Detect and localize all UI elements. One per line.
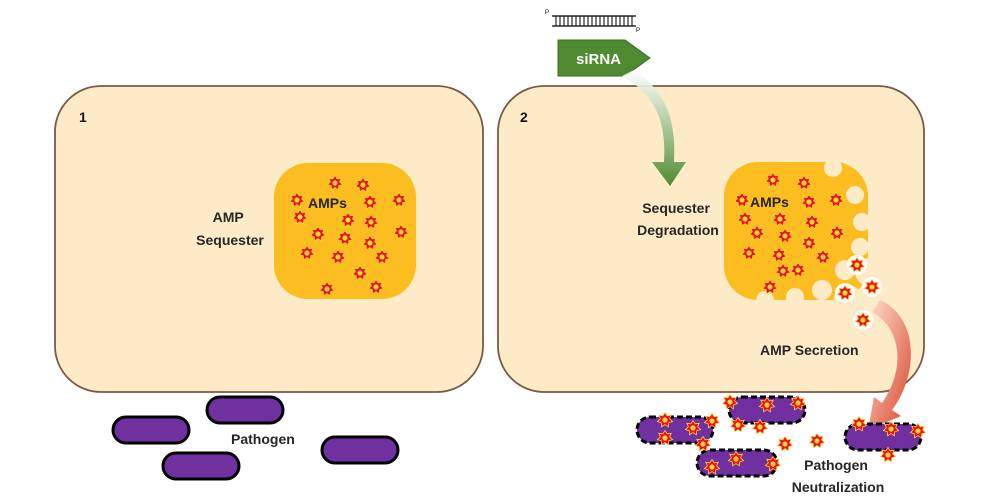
vesicle-label-1: AMPs (308, 195, 347, 211)
amp-sequester-label-line2: Sequester (196, 232, 264, 248)
sirna-label: siRNA (576, 51, 621, 68)
pathogen-neutralization-label: Pathogen Neutralization (792, 457, 885, 495)
strand-end-bottom: P (636, 28, 640, 34)
secreted-amps (835, 255, 882, 330)
cell-1 (54, 85, 484, 393)
neutralized-pathogen (843, 422, 923, 452)
degradation-label-line2: Degradation (637, 222, 719, 238)
sequester-degradation-label: Sequester Degradation (637, 200, 719, 238)
degradation-label-line1: Sequester (642, 200, 710, 216)
amp-peptide (776, 436, 794, 452)
neutralization-label-line2: Neutralization (792, 479, 885, 495)
pathogen-cell (111, 415, 191, 445)
panel-1: 1 AMP Sequester AMPs Pathogen (54, 85, 484, 481)
pathogen-cell (161, 451, 241, 481)
panel-2: 2 P P siRNA Sequester Degradation (497, 10, 927, 495)
amp-peptide (808, 433, 826, 449)
vesicle-label-2: AMPs (750, 194, 789, 210)
pathogen-cell (205, 395, 285, 425)
sirna-strand: P P (545, 10, 640, 34)
panel-number-2: 2 (520, 109, 528, 125)
neutralization-label-line1: Pathogen (804, 457, 868, 473)
sirna-curved-arrow (622, 70, 686, 186)
pathogen-cell (320, 435, 400, 465)
amp-secretion-label: AMP Secretion (760, 342, 859, 358)
secretion-curved-arrow (868, 300, 911, 430)
pathogen-label: Pathogen (231, 431, 295, 447)
amp-sequester-label: AMP Sequester (196, 209, 264, 248)
pathogens-1 (111, 395, 400, 481)
sirna-arrow-shape (557, 39, 651, 77)
panel-number-1: 1 (79, 109, 87, 125)
strand-end-top: P (545, 10, 549, 16)
amp-sequester-label-line1: AMP (213, 209, 244, 225)
